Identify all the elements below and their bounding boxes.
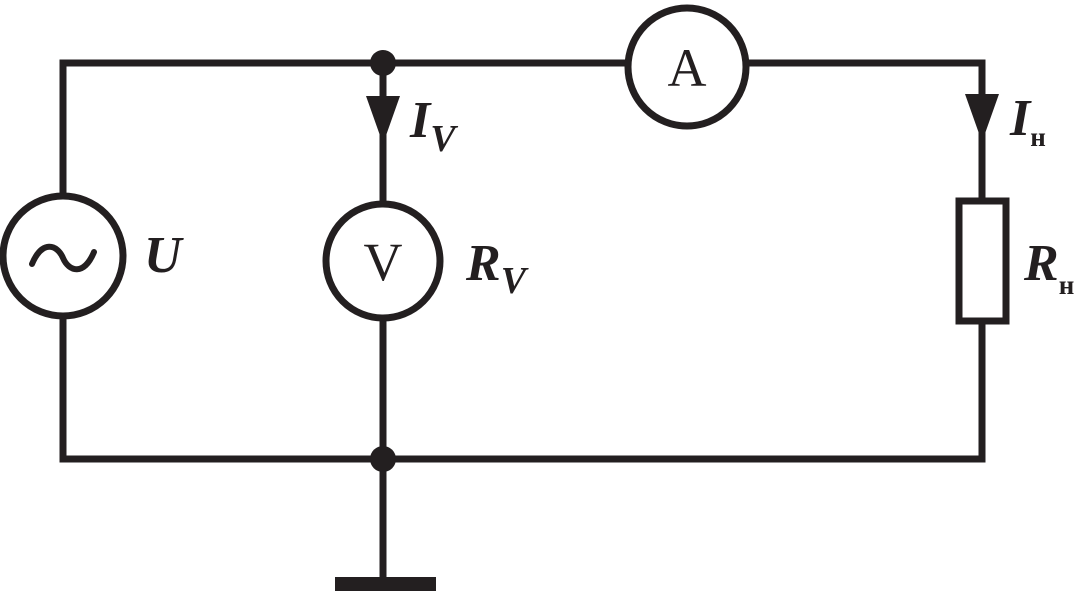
wire-top-left [59,59,631,194]
ammeter: A [624,4,750,130]
sine-wave-icon [29,243,97,273]
voltmeter-resistance-label: RV [465,235,529,302]
current-arrow-voltmeter-icon [366,96,400,144]
wire-right-lower [59,311,986,463]
voltmeter: V [322,200,444,322]
wires [59,59,986,586]
current-arrow-load-icon [965,94,999,142]
load-resistor [955,197,1010,325]
ammeter-letter: A [668,38,707,98]
voltmeter-letter: V [364,232,403,292]
wire-top-right [743,59,986,204]
load-current-label: Iн [1009,90,1046,152]
junction-node-bottom [370,446,396,472]
voltmeter-current-label: IV [409,92,458,160]
load-resistance-label: Rн [1023,235,1074,300]
junction-node-top [370,50,396,76]
ground-symbol [335,577,436,591]
source-voltage-label: U [144,227,184,284]
ac-voltage-source [0,192,127,320]
